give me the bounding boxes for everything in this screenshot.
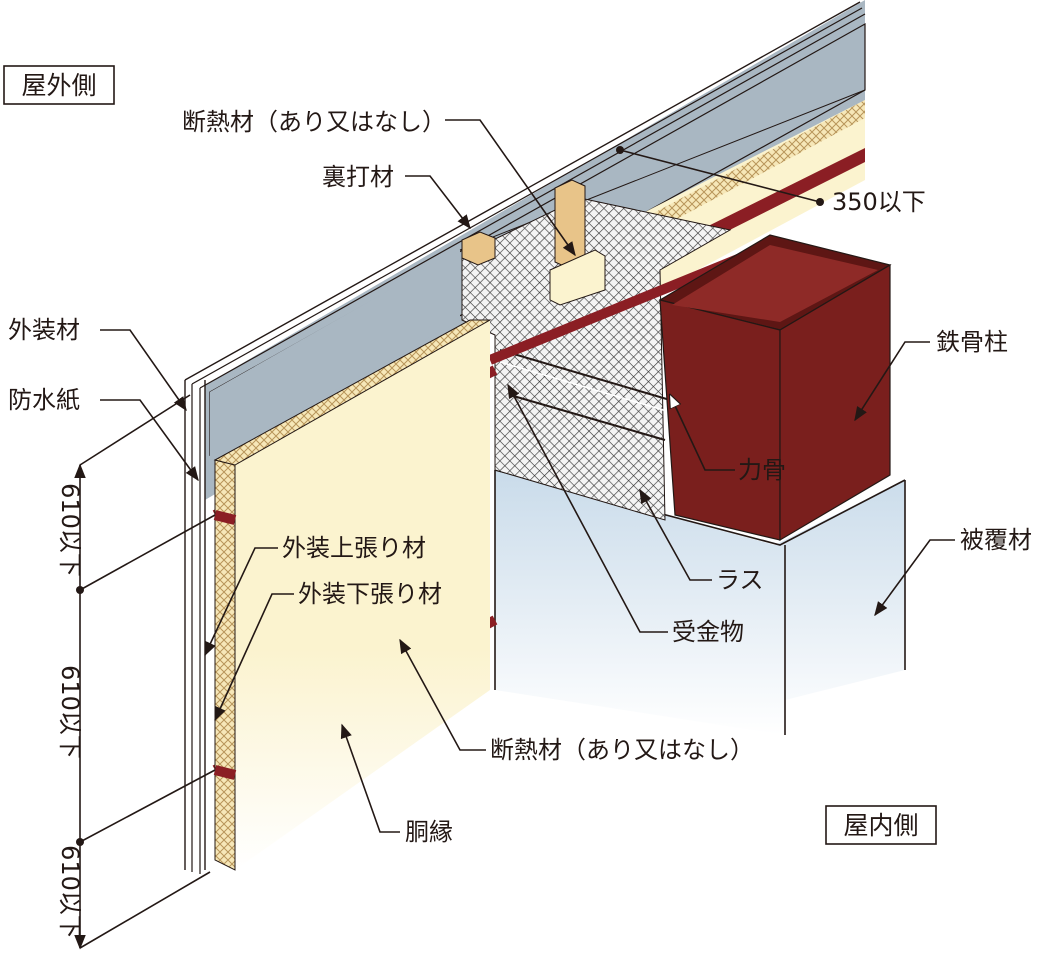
fireproof-cover [494,469,906,735]
inside-label: 屋内側 [843,811,918,840]
outer-lower-board-leader [214,593,294,722]
steel-column-label: 鉄骨柱 [936,328,1008,356]
outer-lower-board-label: 外装下張り材 [298,580,442,608]
insulation-bottom-leader [399,638,486,751]
waterproof-paper-label: 防水紙 [8,386,80,414]
stiffener-leader [670,395,735,471]
dimension-line [74,394,216,950]
insulation-top-label: 断熱材（あり又はなし） [182,108,446,136]
dimension-middle: 610以下 [56,665,84,759]
cladding-leader [100,329,187,412]
steel-column-leader [854,341,930,422]
outer-upper-board-leader [204,547,278,657]
girt-label: 胴縁 [405,818,453,846]
bracket-leader [507,383,668,633]
backing-leader [405,175,471,230]
inside-label-box: 屋内側 [825,805,937,845]
spacing-350-dot-start [616,146,624,154]
lath-label: ラス [716,566,764,594]
bracket-label: 受金物 [672,618,744,646]
stiffener-bars [499,349,671,441]
outside-label-box: 屋外側 [3,65,115,105]
insulation-top-leader [445,119,576,257]
fireproof-cover-leader [874,539,955,617]
lath-leader [639,488,712,581]
backing-label: 裏打材 [322,163,394,191]
insulation-bottom-label: 断熱材（あり又はなし） [490,736,754,764]
spacing-350-dot [816,198,824,206]
fireproof-cover-label: 被覆材 [960,526,1032,554]
backing-wood [461,179,606,306]
cladding-label: 外装材 [8,316,80,344]
outside-label: 屋外側 [21,71,96,100]
dimension-upper: 610以下 [56,483,84,577]
spacing-350-leader [619,149,821,203]
outer-upper-board-label: 外装上張り材 [282,534,426,562]
waterproof-paper-leader [100,399,199,482]
front-boards [213,319,492,871]
dimension-lower: 610以下 [56,845,84,939]
girt-leader [340,723,400,833]
spacing-350-label: 350以下 [832,188,926,216]
steel-column [658,234,892,542]
stiffener-label: 力骨 [738,456,786,484]
